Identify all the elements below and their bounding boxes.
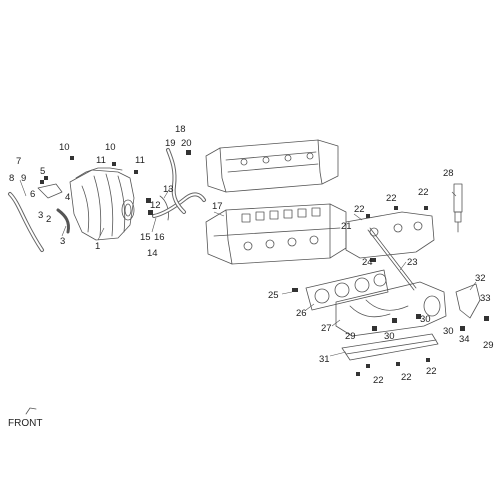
callout-17: 17 [212, 201, 223, 212]
front-label: FRONT [8, 418, 43, 429]
callout-18: 18 [175, 124, 186, 135]
valve-cover [205, 139, 339, 193]
exhaust-manifold [335, 281, 447, 337]
callout-34: 34 [459, 334, 470, 345]
callout-4: 4 [65, 192, 71, 203]
callout-29-right: 29 [483, 340, 494, 351]
callout-26: 26 [296, 308, 307, 319]
callout-22-f: 22 [426, 366, 437, 377]
callout-11-left: 11 [96, 155, 106, 166]
callout-15: 15 [140, 232, 151, 243]
intake-manifold [69, 167, 135, 241]
dipstick [367, 229, 415, 291]
callout-22-c: 22 [418, 187, 429, 198]
callout-6: 6 [30, 189, 36, 200]
front-arrow [25, 407, 37, 415]
callout-12: 12 [150, 200, 161, 211]
callout-22-e: 22 [401, 372, 412, 383]
bracket [455, 283, 481, 319]
callout-24: 24 [362, 257, 373, 268]
callout-2: 2 [46, 214, 52, 225]
callout-8: 8 [9, 173, 15, 184]
callout-3-upper: 3 [38, 210, 44, 221]
callout-21: 21 [341, 221, 352, 232]
callout-28: 28 [443, 168, 454, 179]
callout-33: 33 [480, 293, 491, 304]
callout-31: 31 [319, 354, 330, 365]
callout-25: 25 [268, 290, 279, 301]
callout-9: 9 [21, 173, 27, 184]
cylinder-head [205, 203, 347, 265]
callout-22-d: 22 [373, 375, 384, 386]
callout-19: 19 [165, 138, 176, 149]
callout-23: 23 [407, 257, 418, 268]
callout-30-b: 30 [420, 314, 431, 325]
callout-30-c: 30 [443, 326, 454, 337]
callout-3-lower: 3 [60, 236, 66, 247]
callout-29-left: 29 [345, 331, 356, 342]
callout-5: 5 [40, 166, 46, 177]
spark-plug [453, 183, 463, 233]
coil-cover [345, 211, 435, 259]
callout-10-left: 10 [59, 142, 70, 153]
callout-14: 14 [147, 248, 158, 259]
callout-30-a: 30 [384, 331, 395, 342]
callout-22-b: 22 [386, 193, 397, 204]
callout-16: 16 [154, 232, 165, 243]
callout-13: 13 [163, 184, 174, 195]
manifold-gasket [305, 269, 389, 311]
callout-7: 7 [16, 156, 22, 167]
heat-shield [341, 333, 439, 361]
callout-20: 20 [181, 138, 192, 149]
callout-10-right: 10 [105, 142, 116, 153]
callout-11-right: 11 [135, 155, 145, 166]
callout-1: 1 [95, 241, 101, 252]
callout-32: 32 [475, 273, 486, 284]
callout-22-a: 22 [354, 204, 365, 215]
callout-27: 27 [321, 323, 332, 334]
